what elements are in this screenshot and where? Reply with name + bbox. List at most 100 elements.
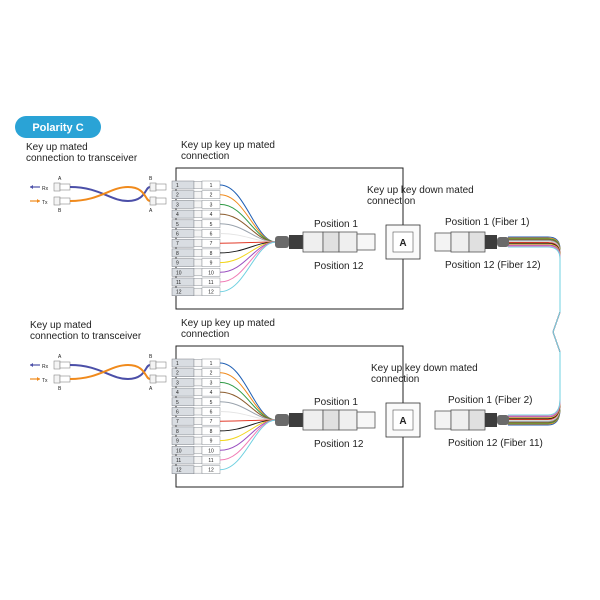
port-number: 3 <box>210 380 213 386</box>
mpo-body <box>322 409 340 431</box>
port-key-b-label: B <box>149 354 153 360</box>
port-key-a-label: A <box>149 386 153 392</box>
port-number: 4 <box>210 212 213 218</box>
mpo-housing <box>302 231 324 253</box>
port-id: 5 <box>176 222 179 228</box>
port-number: 7 <box>210 241 213 247</box>
rx-arrowhead <box>30 363 33 367</box>
port-number: 2 <box>210 193 213 199</box>
port-connector-boot <box>193 398 203 406</box>
rx-label: Rx <box>42 186 49 192</box>
trunk-fiber <box>508 245 561 417</box>
port-number: 12 <box>208 468 214 474</box>
port-connector-boot <box>193 200 203 209</box>
port-id: 3 <box>176 380 179 386</box>
port-connector-boot <box>193 446 203 455</box>
port-connector-boot <box>193 456 203 464</box>
port-id: 6 <box>176 410 179 416</box>
mpo-ferrule-housing <box>338 231 358 253</box>
port-number: 3 <box>210 202 213 208</box>
far-mpo-grip <box>485 235 497 249</box>
mpo-grip <box>289 413 303 427</box>
position-top-label: Position 1 <box>314 219 358 230</box>
far-mpo-tip <box>434 232 452 252</box>
port-connector-boot <box>193 239 203 247</box>
port-id: 3 <box>176 202 179 208</box>
port-connector-boot <box>193 278 203 286</box>
port-connector-boot <box>193 249 203 257</box>
port-id: 7 <box>176 241 179 247</box>
left-rx-connector-boot <box>53 182 61 192</box>
key-a-label: A <box>58 176 62 182</box>
port-number: 5 <box>210 400 213 406</box>
port-id: 4 <box>176 212 179 218</box>
port-connector-boot <box>193 229 203 238</box>
adapter-key-box <box>392 409 414 431</box>
port-number: 8 <box>210 429 213 435</box>
right-tx-connector-boot <box>149 196 157 206</box>
port-id: 10 <box>176 270 182 276</box>
port-connector-boot <box>193 378 203 387</box>
port-connector-boot <box>193 359 203 367</box>
mated-label-line: Key up key up mated <box>181 318 275 329</box>
key-b-label: B <box>58 386 62 392</box>
left-rx-connector-body <box>59 361 71 369</box>
port-key-a-label: A <box>149 208 153 214</box>
far-mpo-grip <box>485 413 497 427</box>
right-rx-connector-boot <box>149 182 157 192</box>
right-rx-connector-boot <box>149 360 157 370</box>
port-id: 2 <box>176 371 179 377</box>
port-number: 1 <box>210 183 213 189</box>
port-connector-boot <box>193 388 203 396</box>
port-id: 4 <box>176 390 179 396</box>
mpo-housing <box>302 409 324 431</box>
rx-label: Rx <box>42 364 49 370</box>
adapter-key-label: A <box>399 238 406 249</box>
port-id: 2 <box>176 193 179 199</box>
tx-label: Tx <box>42 200 48 206</box>
trunk-fiber <box>508 246 561 416</box>
port-connector-boot <box>193 436 203 445</box>
tx-label: Tx <box>42 378 48 384</box>
port-id: 9 <box>176 439 179 445</box>
left-rx-connector-body <box>59 183 71 191</box>
mpo-boot <box>275 236 289 248</box>
port-connector-boot <box>193 368 203 377</box>
port-id: 8 <box>176 251 179 257</box>
far-mpo-boot <box>497 237 509 247</box>
left-tx-connector-body <box>59 197 71 205</box>
keydown-label-line: Key up key down mated <box>371 363 478 374</box>
port-key-b-label: B <box>149 176 153 182</box>
port-connector-boot <box>193 258 203 267</box>
left-tx-connector-boot <box>53 374 61 384</box>
transceiver-label-line: connection to transceiver <box>30 331 142 342</box>
port-number: 10 <box>208 448 214 454</box>
port-id: 12 <box>176 290 182 296</box>
port-number: 5 <box>210 222 213 228</box>
port-id: 12 <box>176 468 182 474</box>
left-rx-connector-boot <box>53 360 61 370</box>
far-mpo-body <box>468 409 486 431</box>
duplex-fiber-rx <box>69 186 151 203</box>
rx-arrowhead <box>30 185 33 189</box>
far-position-top-label: Position 1 (Fiber 1) <box>445 217 529 228</box>
tx-arrowhead <box>37 377 40 381</box>
key-a-label: A <box>58 354 62 360</box>
key-b-label: B <box>58 208 62 214</box>
fanout-fiber <box>219 241 277 293</box>
port-connector-boot <box>193 427 203 435</box>
far-mpo-housing <box>450 409 470 431</box>
position-top-label: Position 1 <box>314 397 358 408</box>
trunk-cable <box>508 236 561 426</box>
port-connector-boot <box>193 181 203 189</box>
port-connector-boot <box>193 220 203 228</box>
mated-label-line: connection <box>181 329 229 340</box>
position-bottom-label: Position 12 <box>314 439 364 450</box>
port-id: 11 <box>176 458 181 464</box>
keydown-label-line: connection <box>371 374 419 385</box>
mated-label-line: connection <box>181 151 229 162</box>
port-connector-boot <box>193 210 203 218</box>
port-connector-boot <box>193 268 203 277</box>
port-number: 8 <box>210 251 213 257</box>
